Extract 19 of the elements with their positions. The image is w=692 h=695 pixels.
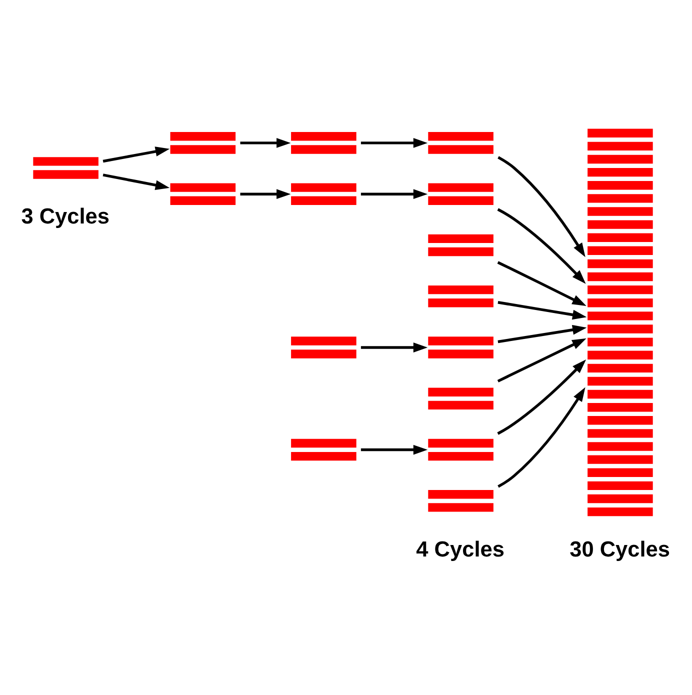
arrow (497, 208, 586, 284)
label: 3 Cycles (21, 203, 110, 228)
arrow (240, 189, 291, 200)
arrow (360, 444, 428, 455)
arrow (498, 301, 587, 320)
arrow (498, 324, 587, 344)
arrow (102, 146, 170, 163)
label: 30 Cycles (570, 536, 670, 562)
arrow (498, 156, 586, 258)
arrow (360, 189, 428, 200)
arrow (497, 338, 586, 382)
label: 4 Cycles (416, 536, 504, 562)
arrow (360, 138, 428, 148)
arrow (498, 387, 586, 488)
arrow (360, 342, 428, 352)
arrow (240, 138, 291, 148)
arrow (497, 261, 586, 306)
arrow (497, 360, 586, 435)
arrow (102, 174, 170, 190)
